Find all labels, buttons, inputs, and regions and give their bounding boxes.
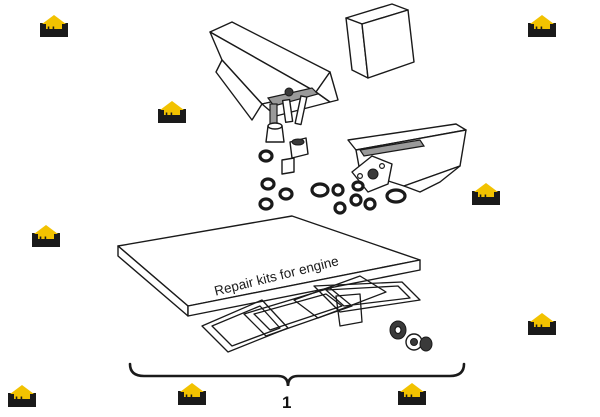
watermark-logo: H CHAG [472, 183, 500, 214]
svg-text:H: H [405, 393, 413, 405]
svg-text:H: H [185, 393, 193, 405]
svg-text:CHAG: CHAG [475, 207, 497, 214]
watermark-logo: H CHAG [40, 15, 68, 46]
callout-brace: 1 [128, 362, 466, 412]
svg-text:H: H [15, 395, 23, 407]
closed-box [345, 3, 415, 79]
svg-text:CHAG: CHAG [35, 249, 57, 256]
svg-text:CHAG: CHAG [531, 337, 553, 344]
open-box-gear-kit [209, 21, 339, 121]
watermark-logo: H CHAG [528, 313, 556, 344]
bolts-and-gears [265, 87, 309, 175]
svg-text:H: H [479, 193, 487, 205]
svg-text:CHAG: CHAG [161, 125, 183, 132]
seal-rings [258, 149, 407, 215]
watermark-logo: H CHAG [398, 383, 426, 414]
watermark-logo: H CHAG [158, 101, 186, 132]
svg-text:H: H [535, 323, 543, 335]
watermark-logo: H CHAG [8, 385, 36, 416]
svg-text:CHAG: CHAG [43, 39, 65, 46]
bearings [389, 320, 433, 352]
svg-text:H: H [165, 111, 173, 123]
gasket-set [201, 275, 421, 353]
svg-text:H: H [535, 25, 543, 37]
svg-text:CHAG: CHAG [401, 407, 423, 414]
svg-text:H: H [47, 25, 55, 37]
svg-text:CHAG: CHAG [11, 409, 33, 416]
watermark-logo: H CHAG [32, 225, 60, 256]
repair-kit-board: Repair kits for engine [117, 215, 421, 317]
watermark-logo: H CHAG [178, 383, 206, 414]
callout-number: 1 [282, 393, 291, 412]
svg-text:CHAG: CHAG [531, 39, 553, 46]
svg-text:H: H [39, 235, 47, 247]
watermark-logo: H CHAG [528, 15, 556, 46]
svg-text:CHAG: CHAG [181, 407, 203, 414]
